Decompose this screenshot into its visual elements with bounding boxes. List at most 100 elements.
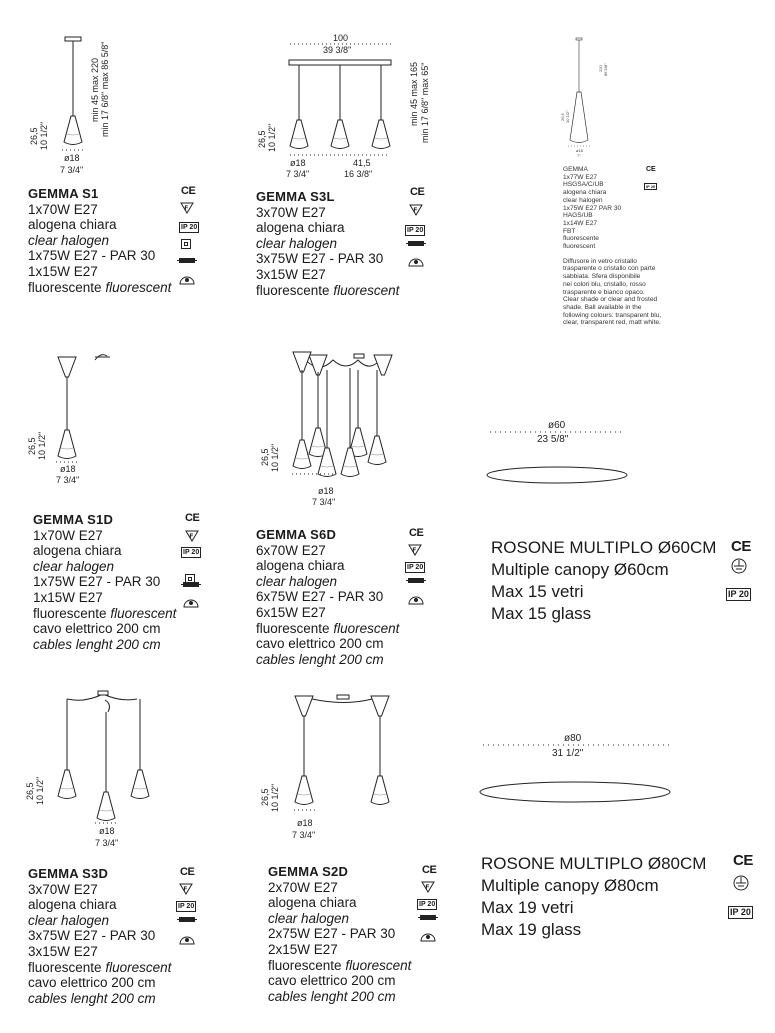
small-line: fluorescent: [563, 243, 596, 251]
small-line: HAGS/UB: [563, 212, 593, 220]
ce-mark-icon: CE: [422, 864, 437, 876]
spec-line: 3x70W E27: [256, 204, 326, 220]
product-title: GEMMA S3L: [256, 189, 335, 204]
spec-line: alogena chiara: [28, 217, 117, 233]
spec-line: fluorescente fluorescent: [28, 959, 172, 975]
dim-s3d-height-in: 10 1/2": [35, 777, 45, 805]
ip20-icon: IP 20: [417, 899, 438, 910]
spec-line: cables lenght 200 cm: [256, 651, 384, 667]
spec-gemma-s3d: GEMMA S3D 3x70W E27 alogena chiara clear…: [28, 866, 171, 1006]
dim-s1d-height-in: 10 1/2": [37, 432, 47, 460]
ip20-icon: IP 20: [405, 562, 426, 573]
double-insulation-icon: [181, 239, 191, 249]
spec-line: alogena chiara: [256, 558, 345, 574]
dim-small-height: 26,5: [560, 112, 565, 121]
drawing-gemma-s3d: [57, 690, 150, 824]
spec-line: 6x70W E27: [256, 542, 326, 558]
small-desc: Diffusore in vetro cristallo: [563, 257, 637, 265]
dim-rosone80-dia-in: 31 1/2": [552, 748, 584, 759]
svg-text:F: F: [190, 534, 194, 540]
dim-s1d-dia-in: 7 3/4": [56, 475, 79, 485]
rosone-title: ROSONE MULTIPLO Ø60CM: [491, 538, 717, 557]
dim-s2d-dia: ø18: [297, 818, 313, 828]
spec-gemma-s3l: GEMMA S3L 3x70W E27 alogena chiara clear…: [256, 189, 399, 298]
dim-s1d-dia: ø18: [60, 464, 76, 474]
spec-line: clear halogen: [28, 912, 110, 928]
dim-s3l-width-in: 39 3/8": [323, 45, 351, 55]
spec-gemma-small: GEMMA 1x77W E27 HSGSA/C/UB alogena chiar…: [563, 166, 661, 327]
dim-s3l-spacing-in: 16 3/8": [344, 169, 372, 179]
dim-s1-cable: min 45 max 220: [90, 58, 100, 122]
drawing-gemma-s3l: [288, 43, 392, 156]
dim-s1-dia-in: 7 3/4": [60, 165, 83, 175]
small-line: HSGSA/C/UB: [563, 181, 604, 189]
spec-line: alogena chiara: [33, 543, 122, 559]
spec-line: clear halogen: [33, 558, 115, 574]
spec-line: 2x15W E27: [268, 941, 338, 957]
spec-line: 3x15W E27: [256, 266, 326, 282]
spec-line: 1x15W E27: [33, 589, 103, 605]
spec-line: clear halogen: [28, 232, 110, 248]
dim-small-cable-in: 86 5/8": [603, 63, 608, 76]
product-title: GEMMA S6D: [256, 527, 337, 542]
svg-text:F: F: [414, 208, 418, 214]
spec-line: alogena chiara: [256, 220, 345, 236]
spec-gemma-s6d: GEMMA S6D 6x70W E27 alogena chiara clear…: [256, 527, 399, 667]
rosone-line: Max 15 vetri: [491, 582, 584, 601]
spec-line: 3x70W E27: [28, 881, 98, 897]
dim-s3l-dia-in: 7 3/4": [286, 169, 309, 179]
spec-line: fluorescente fluorescent: [256, 620, 400, 636]
dim-s1-height-in: 10 1/2": [39, 122, 49, 150]
ip20-icon: IP 20: [181, 547, 202, 558]
rosone-line: Max 15 glass: [491, 604, 592, 623]
dim-s2d-height-in: 10 1/2": [270, 784, 280, 812]
ip20-icon: IP 20: [405, 225, 426, 236]
drawing-rosone-80: [479, 744, 671, 803]
dim-s6d-height-in: 10 1/2": [270, 444, 280, 472]
dim-s1d-height: 26,5: [27, 437, 37, 455]
drawing-gemma-small: [568, 37, 590, 147]
small-desc: nei colori blu, cristallo, rosso: [563, 280, 646, 288]
spec-line: 1x75W E27 - PAR 30: [28, 248, 156, 264]
small-desc: following colours: transparent blu,: [563, 311, 662, 319]
small-desc: clear, transparent red, matt white.: [563, 319, 661, 327]
svg-text:F: F: [426, 885, 430, 891]
small-line: alogena chiara: [563, 189, 607, 197]
small-line: clear halogen: [563, 196, 603, 204]
spec-line: cavo elettrico 200 cm: [28, 975, 156, 991]
dim-s1-dia: ø18: [64, 153, 80, 163]
small-line: FBT: [563, 227, 576, 235]
dim-s2d-dia-in: 7 3/4": [292, 830, 315, 840]
dim-s3d-dia: ø18: [99, 826, 115, 836]
ce-mark-icon: CE: [181, 185, 196, 197]
ip20-icon: IP 20: [179, 222, 200, 233]
dim-s3l-cable: min 45 max 165: [409, 62, 419, 126]
spec-line: cavo elettrico 200 cm: [268, 973, 396, 989]
ip20-icon: IP 20: [176, 901, 197, 912]
small-line: GEMMA: [563, 166, 588, 173]
dim-s3l-spacing: 41,5: [353, 158, 371, 168]
spec-line: 1x15W E27: [28, 263, 98, 279]
dim-small-dia: ø18: [576, 148, 584, 153]
dim-rosone60-dia: ø60: [548, 420, 566, 431]
dim-s3l-width: 100: [333, 33, 348, 43]
dim-s3d-height: 26,5: [25, 782, 35, 800]
drawing-rosone-60: [486, 431, 628, 484]
product-title: GEMMA S2D: [268, 864, 349, 879]
spec-line: 3x75W E27 - PAR 30: [28, 928, 156, 944]
dim-s6d-dia: ø18: [318, 486, 334, 496]
rosone-line: Multiple canopy Ø60cm: [491, 560, 669, 579]
ce-mark-icon: CE: [185, 512, 200, 524]
